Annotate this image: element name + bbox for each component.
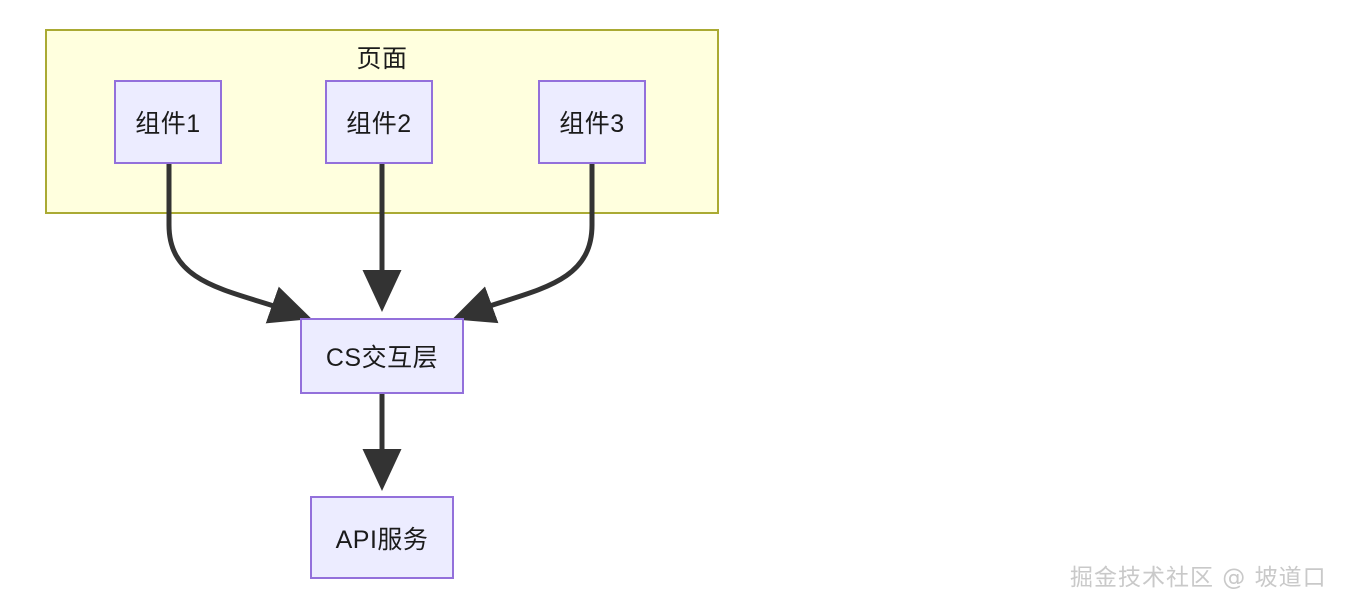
- node-box-cs-layer[interactable]: [300, 318, 464, 394]
- node-box-component-3[interactable]: [538, 80, 646, 164]
- edge-component1-to-cs-layer: [166, 163, 312, 324]
- node-box-api-service[interactable]: [310, 496, 454, 579]
- watermark-text: 掘金技术社区 @ 坡道口: [1070, 565, 1327, 591]
- node-box-component-2[interactable]: [325, 80, 433, 164]
- node-box-component-1[interactable]: [114, 80, 222, 164]
- edge-component3-to-cs-layer: [452, 163, 595, 324]
